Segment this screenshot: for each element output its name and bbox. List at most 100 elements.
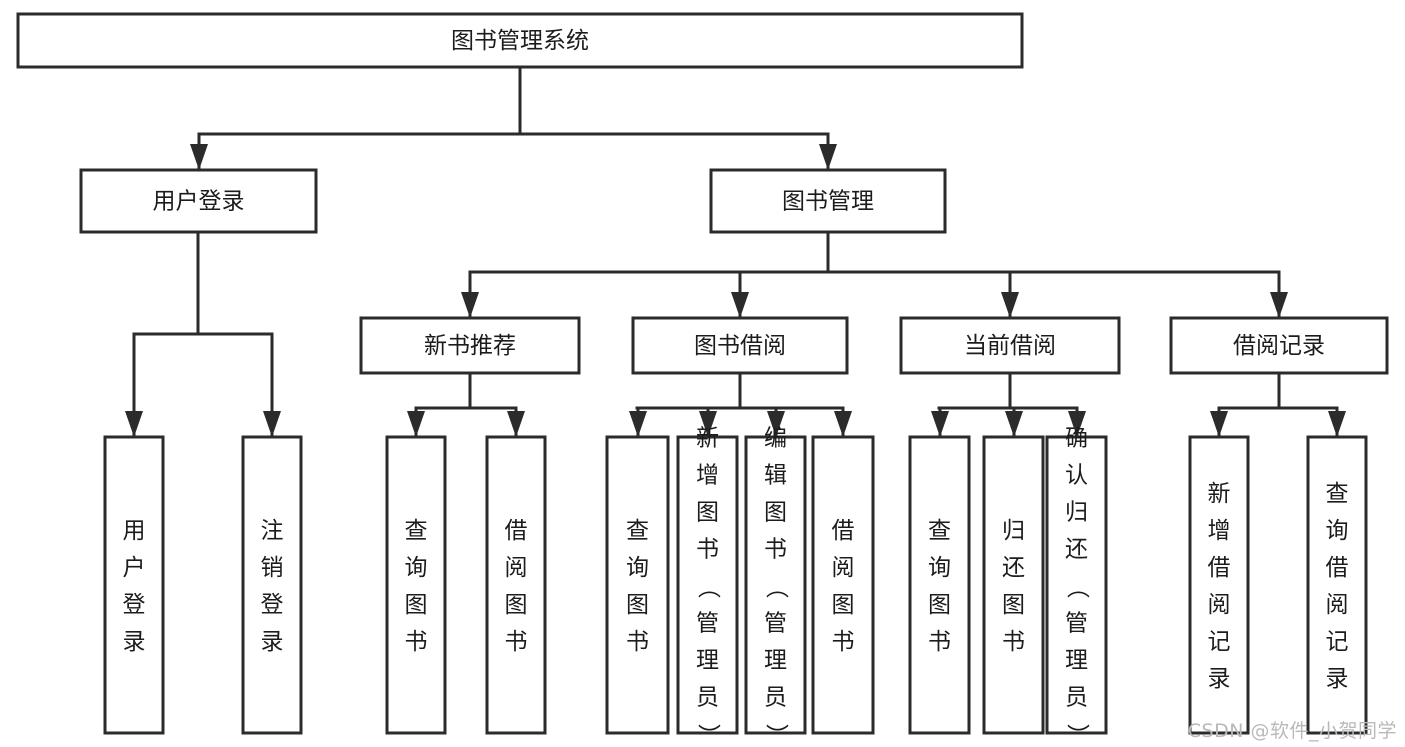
- node-leaf-edit-book-admin-label-char: 编: [764, 426, 787, 452]
- node-leaf-borrow-book-rec-box[interactable]: [485, 435, 547, 735]
- node-root[interactable]: 图书管理系统: [16, 12, 1024, 69]
- node-leaf-query-book-borrow-label-char: 询: [626, 555, 649, 581]
- node-leaf-return-book-label-char: 图: [1002, 592, 1025, 618]
- node-leaf-user-login-box[interactable]: [103, 435, 165, 735]
- node-leaf-add-borrow-record-label-char: 新: [1208, 481, 1231, 507]
- arrow-head-icon-leaf-user-logout: [263, 411, 281, 437]
- node-leaf-add-book-admin-label-char: 新: [696, 426, 719, 452]
- node-leaf-query-book-rec-label-char: 书: [405, 629, 428, 655]
- node-leaf-add-borrow-record-label-char: 借: [1208, 555, 1231, 581]
- node-leaf-return-book-box[interactable]: [982, 435, 1045, 735]
- arrow-head-icon-leaf-query-book-borrow: [629, 411, 647, 437]
- node-leaf-add-book-admin-label-char: （: [695, 576, 721, 599]
- node-new-book-recommend-box[interactable]: [359, 316, 581, 375]
- arrow-head-icon-leaf-confirm-return-admin: [1068, 411, 1086, 437]
- node-leaf-query-borrow-record-label-char: 记: [1326, 629, 1349, 655]
- node-leaf-query-book-borrow-label-char: 图: [626, 592, 649, 618]
- node-leaf-confirm-return-admin-label-char: 还: [1065, 537, 1088, 563]
- node-user-login[interactable]: 用户登录: [79, 168, 318, 234]
- node-book-borrow[interactable]: 图书借阅: [631, 316, 849, 375]
- node-leaf-edit-book-admin-label-char: 管: [764, 611, 787, 637]
- node-leaf-query-borrow-record-label-char: 借: [1326, 555, 1349, 581]
- node-leaf-edit-book-admin-label-char: 书: [764, 537, 787, 563]
- node-leaf-confirm-return-admin-label-char: 认: [1065, 463, 1088, 489]
- node-leaf-borrow-book-rec-label-char: 阅: [505, 555, 528, 581]
- node-leaf-edit-book-admin-box[interactable]: [744, 435, 807, 735]
- node-leaf-user-logout-box[interactable]: [241, 435, 303, 735]
- node-leaf-query-book-current-label-char: 图: [928, 592, 951, 618]
- arrow-head-icon-leaf-query-book-rec: [407, 411, 425, 437]
- node-leaf-query-book-current[interactable]: 查询图书查询图书: [908, 435, 971, 735]
- node-book-manage[interactable]: 图书管理: [709, 168, 947, 234]
- node-leaf-borrow-book[interactable]: 借阅图书借阅图书: [811, 435, 875, 735]
- node-leaf-query-borrow-record-label-char: 阅: [1326, 592, 1349, 618]
- node-leaf-user-login-label-char: 户: [123, 555, 146, 581]
- node-new-book-recommend-label: 新书推荐: [424, 333, 516, 359]
- node-root-label: 图书管理系统: [451, 28, 589, 54]
- node-leaf-query-book-rec[interactable]: 查询图书查询图书: [385, 435, 447, 735]
- node-leaf-confirm-return-admin-label-char: 管: [1065, 611, 1088, 637]
- node-leaf-user-logout[interactable]: 注销登录注销登录: [241, 435, 303, 735]
- node-leaf-query-book-current-label-char: 询: [928, 555, 951, 581]
- node-root-box[interactable]: [16, 12, 1024, 69]
- nodes-layer: 图书管理系统用户登录图书管理新书推荐图书借阅当前借阅借阅记录用户登录用户登录注销…: [16, 12, 1389, 747]
- node-leaf-edit-book-admin-label-char: 理: [764, 648, 787, 674]
- arrow-head-icon-leaf-return-book: [1005, 411, 1023, 437]
- node-book-manage-label: 图书管理: [782, 189, 874, 215]
- node-leaf-return-book-label-char: 归: [1002, 518, 1025, 544]
- node-current-borrow-box[interactable]: [899, 316, 1121, 375]
- node-leaf-add-book-admin-box[interactable]: [676, 435, 739, 735]
- arrow-head-icon-leaf-user-login: [125, 411, 143, 437]
- arrow-head-icon-leaf-query-book-current: [931, 411, 949, 437]
- arrow-head-icon-leaf-add-borrow-record: [1210, 411, 1228, 437]
- node-book-manage-box[interactable]: [709, 168, 947, 234]
- node-leaf-query-borrow-record-label-char: 录: [1326, 666, 1349, 692]
- node-leaf-add-borrow-record[interactable]: 新增借阅记录新增借阅记录: [1188, 435, 1250, 735]
- node-leaf-user-logout-label-char: 注: [261, 518, 284, 544]
- node-leaf-query-borrow-record-box[interactable]: [1306, 435, 1368, 735]
- node-leaf-query-borrow-record-label-char: 询: [1326, 518, 1349, 544]
- node-borrow-record-box[interactable]: [1169, 316, 1389, 375]
- node-leaf-return-book[interactable]: 归还图书归还图书: [982, 435, 1045, 735]
- node-leaf-user-login-label-char: 录: [123, 629, 146, 655]
- arrow-head-icon-current-borrow: [1001, 292, 1019, 318]
- node-leaf-query-book-rec-label-char: 询: [405, 555, 428, 581]
- node-leaf-add-borrow-record-box[interactable]: [1188, 435, 1250, 735]
- node-leaf-add-book-admin-label-char: 书: [696, 537, 719, 563]
- node-leaf-query-book-borrow-label-char: 书: [626, 629, 649, 655]
- node-borrow-record[interactable]: 借阅记录: [1169, 316, 1389, 375]
- node-user-login-box[interactable]: [79, 168, 318, 234]
- node-leaf-query-book-rec-box[interactable]: [385, 435, 447, 735]
- node-leaf-query-book-current-label-char: 查: [928, 518, 951, 544]
- arrow-head-icon-book-manage: [819, 144, 837, 170]
- node-leaf-query-book-current-box[interactable]: [908, 435, 971, 735]
- node-leaf-query-book-borrow[interactable]: 查询图书查询图书: [605, 435, 670, 735]
- arrow-head-icon-book-borrow: [731, 292, 749, 318]
- node-leaf-borrow-book-box[interactable]: [811, 435, 875, 735]
- arrow-head-icon-leaf-add-book-admin: [699, 411, 717, 437]
- node-leaf-add-borrow-record-label-char: 记: [1208, 629, 1231, 655]
- node-leaf-query-borrow-record[interactable]: 查询借阅记录查询借阅记录: [1306, 435, 1368, 735]
- node-leaf-add-borrow-record-label-char: 增: [1208, 518, 1231, 544]
- node-leaf-borrow-book-rec-label-char: 书: [505, 629, 528, 655]
- arrow-head-icon-borrow-record: [1270, 292, 1288, 318]
- node-leaf-add-book-admin-label-char: 图: [696, 500, 719, 526]
- node-leaf-borrow-book-rec[interactable]: 借阅图书借阅图书: [485, 435, 547, 735]
- node-current-borrow[interactable]: 当前借阅: [899, 316, 1121, 375]
- node-leaf-confirm-return-admin-label-char: 理: [1065, 648, 1088, 674]
- node-current-borrow-label: 当前借阅: [964, 333, 1056, 359]
- arrow-head-icon-leaf-borrow-book-rec: [507, 411, 525, 437]
- node-leaf-add-borrow-record-label-char: 录: [1208, 666, 1231, 692]
- node-new-book-recommend[interactable]: 新书推荐: [359, 316, 581, 375]
- node-book-borrow-box[interactable]: [631, 316, 849, 375]
- node-leaf-borrow-book-label-char: 图: [832, 592, 855, 618]
- node-leaf-query-book-borrow-box[interactable]: [605, 435, 670, 735]
- node-leaf-confirm-return-admin-label-char: ）: [1064, 724, 1090, 747]
- node-leaf-confirm-return-admin-box[interactable]: [1045, 435, 1108, 735]
- node-leaf-user-login[interactable]: 用户登录用户登录: [103, 435, 165, 735]
